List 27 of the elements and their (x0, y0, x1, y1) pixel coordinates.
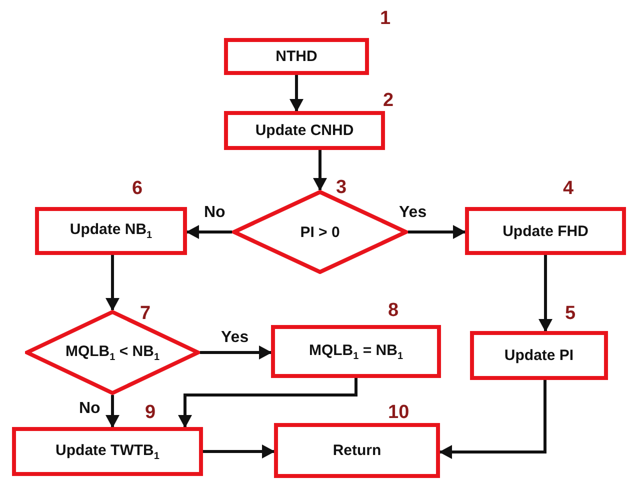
arrow (290, 75, 304, 112)
arrow (313, 150, 327, 191)
step-number: 1 (380, 9, 391, 28)
process-box: Update FHD (465, 207, 626, 255)
process-box: NTHD (224, 38, 369, 75)
process-box: Update TWTB$_{1}$ (12, 427, 203, 476)
step-number: 8 (388, 301, 399, 320)
arrow (408, 225, 466, 239)
process-box: Return (274, 423, 440, 478)
step-number: 5 (565, 304, 576, 323)
arrow (178, 378, 358, 428)
process-box: Update NB$_{1}$ (35, 207, 187, 255)
arrow (538, 255, 552, 332)
arrow (203, 444, 275, 458)
arrow (200, 346, 272, 360)
arrow (106, 255, 120, 311)
step-number: 10 (388, 403, 410, 422)
step-number: 4 (563, 179, 574, 198)
arrow (106, 395, 120, 428)
step-number: 6 (132, 179, 143, 198)
step-number: 9 (145, 403, 156, 422)
arrow (439, 380, 546, 459)
process-box: MQLB$_{1}$ = NB$_{1}$ (271, 325, 441, 378)
process-box: Update PI (470, 331, 608, 380)
arrow (186, 225, 232, 239)
step-number: 2 (383, 91, 394, 110)
process-box: Update CNHD (224, 111, 385, 150)
